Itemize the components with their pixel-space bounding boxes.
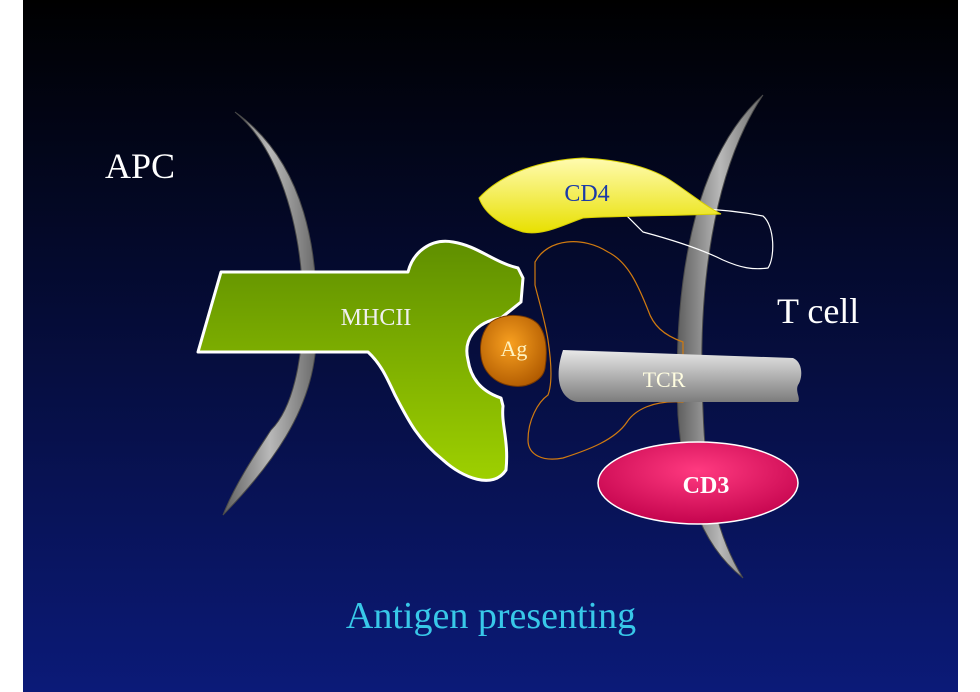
slide: APC T cell CD4 MHCII Ag TCR CD3 Antigen … xyxy=(23,0,958,692)
tcr-molecule xyxy=(558,350,802,402)
antigen xyxy=(480,315,547,387)
t-cell-label: T cell xyxy=(777,291,859,331)
cd3-label: CD3 xyxy=(683,473,730,499)
caption: Antigen presenting xyxy=(346,595,636,637)
tcr-label: TCR xyxy=(643,367,686,392)
cd4-molecule xyxy=(478,157,722,234)
mhcii-bar-edge xyxy=(198,270,408,354)
cd3-molecule xyxy=(597,441,799,525)
tcr-outline xyxy=(527,241,684,460)
apc-label: APC xyxy=(105,146,175,186)
ag-label: Ag xyxy=(501,336,528,361)
mhcii-label: MHCII xyxy=(341,305,412,331)
mhcii-molecule xyxy=(196,239,525,482)
diagram-canvas: APC T cell CD4 MHCII Ag TCR CD3 Antigen … xyxy=(23,0,958,692)
cd4-label: CD4 xyxy=(564,181,609,207)
